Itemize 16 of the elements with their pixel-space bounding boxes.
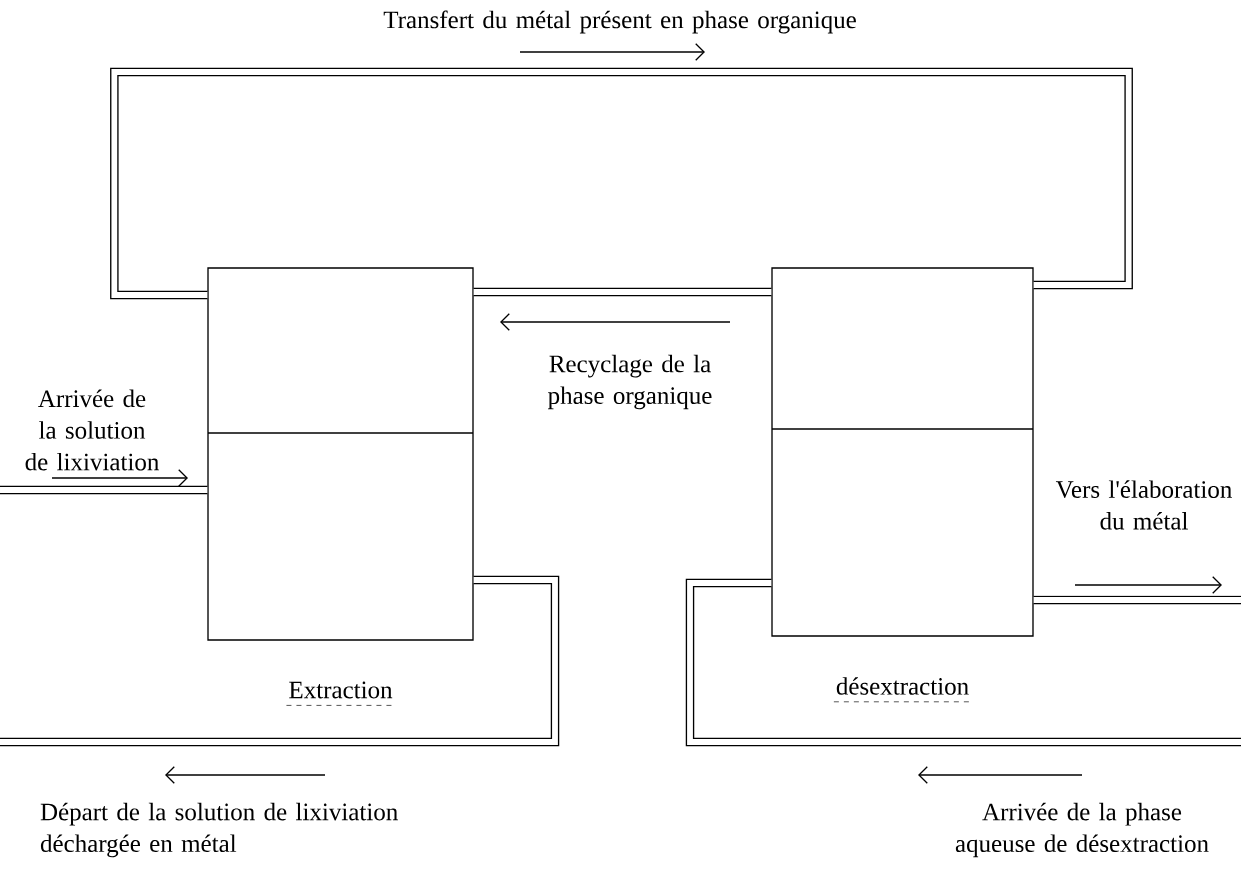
pipe	[0, 575, 560, 747]
unit-label: Extraction	[286, 681, 395, 706]
tank-box	[771, 267, 1034, 637]
edge-label: Arrivée de la phase aqueuse de désextraction	[955, 802, 1209, 858]
pipe	[110, 67, 1133, 300]
edge-label: Départ de la solution de lixiviation déchargée en métal	[40, 802, 398, 858]
pipe	[685, 578, 1241, 747]
pipe	[1033, 595, 1241, 605]
unit-label: désextraction	[833, 677, 972, 703]
pipe	[0, 485, 208, 495]
edge-label: Vers l'élaboration du métal	[1055, 480, 1232, 530]
edge-label: Arrivée de la solution de lixiviation	[25, 389, 159, 471]
edge-label: Recyclage de la phase organique	[548, 354, 712, 410]
tank-box	[207, 267, 474, 641]
edge-label: Transfert du métal présent en phase organique	[383, 10, 856, 34]
pipe	[473, 287, 772, 297]
